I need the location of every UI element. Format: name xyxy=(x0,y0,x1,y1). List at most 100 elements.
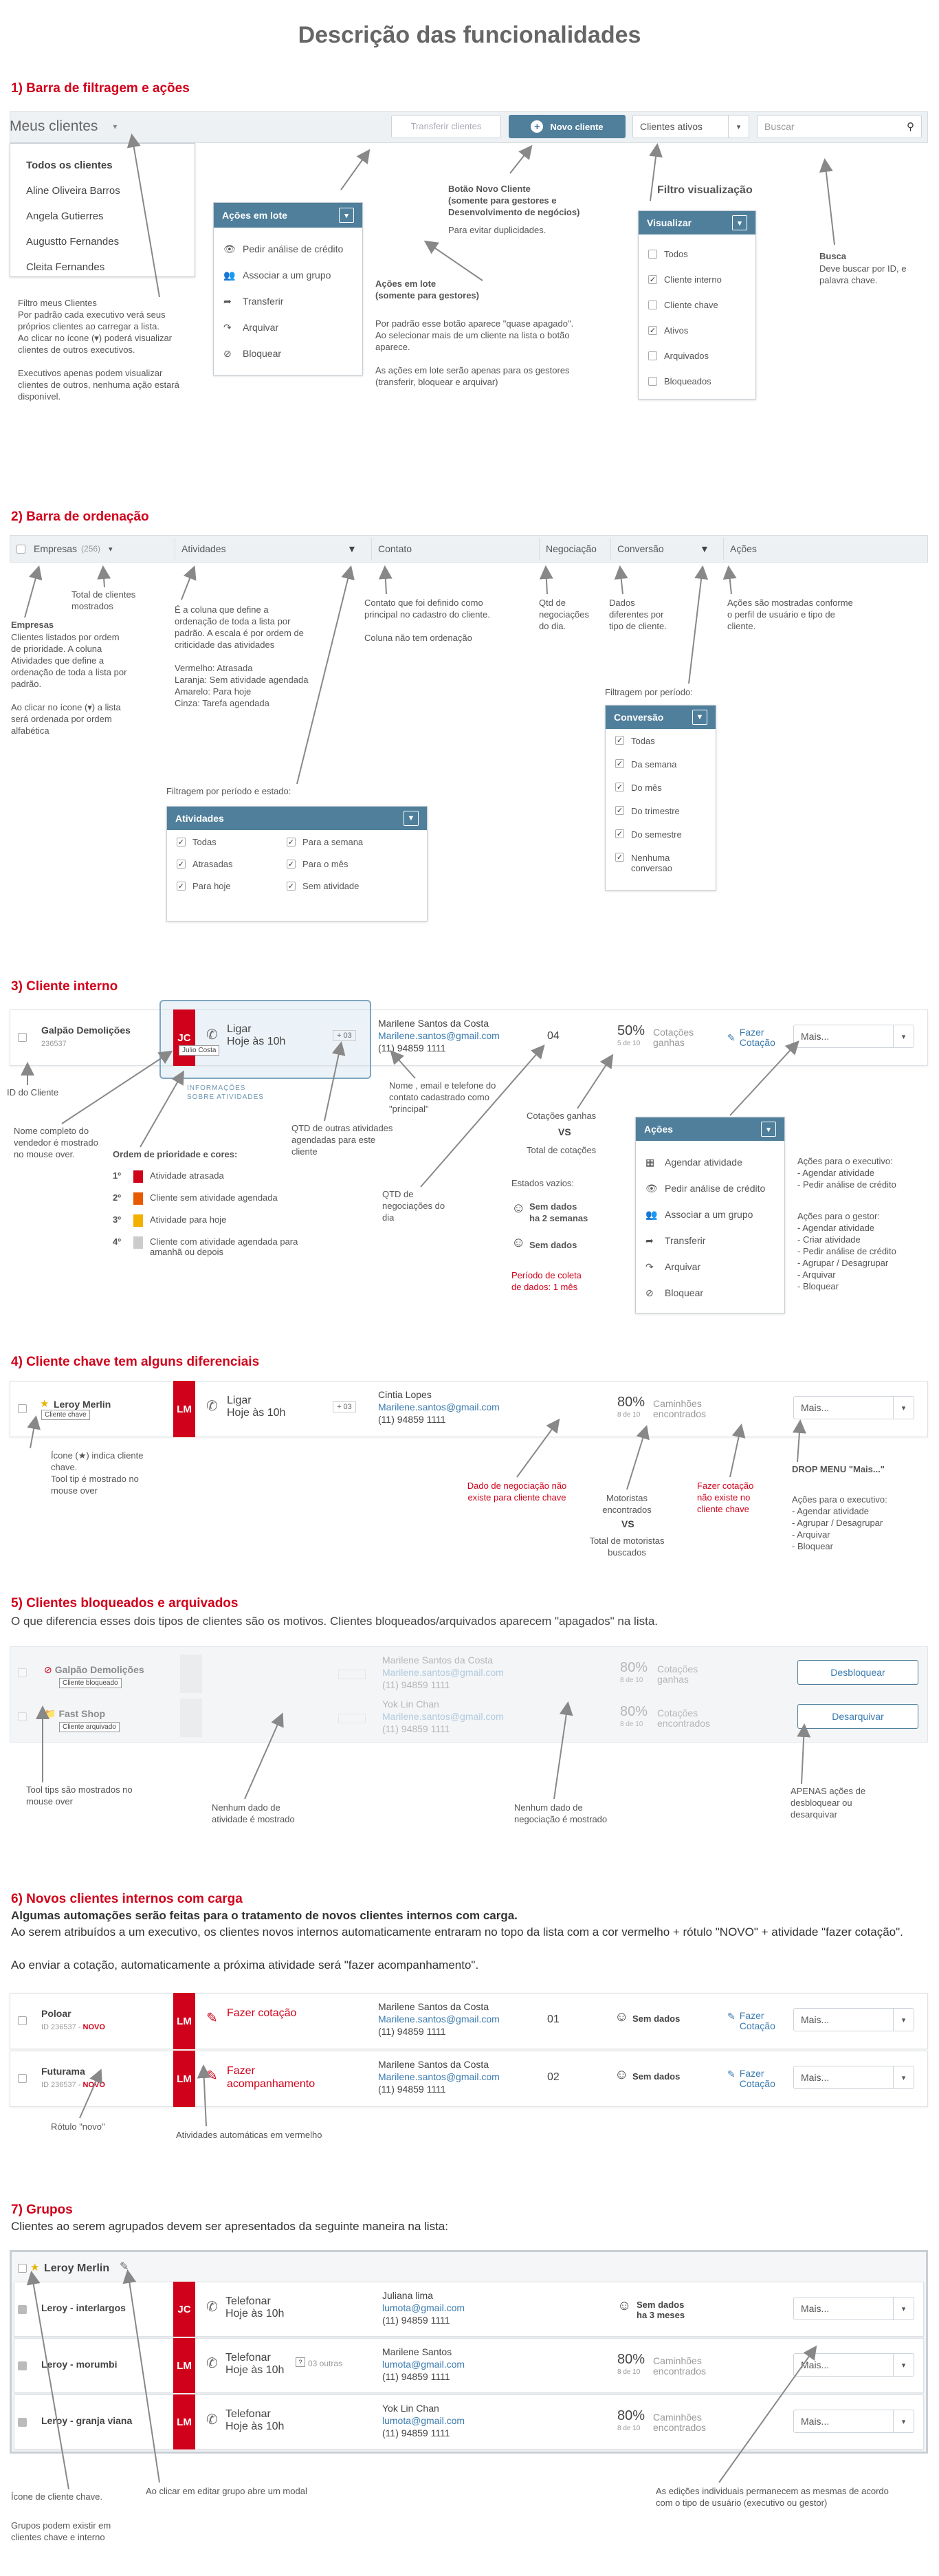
chevron-down-icon[interactable]: ▾ xyxy=(109,545,113,554)
activity-option[interactable]: ✓Para o mês xyxy=(287,859,397,869)
contact-email[interactable]: lumota@gmail.com xyxy=(382,2359,465,2370)
chevron-down-icon[interactable]: ▾ xyxy=(893,2297,914,2320)
bulk-actions-header[interactable]: Ações em lote▾ xyxy=(214,203,362,228)
select-all-checkbox[interactable] xyxy=(16,544,25,554)
client-option[interactable]: Todos os clientes xyxy=(26,160,113,171)
bulk-action-item[interactable]: ⊘Bloquear xyxy=(223,340,353,367)
activity-option[interactable]: ✓Para hoje xyxy=(177,881,287,891)
action-item[interactable]: ↷Arquivar xyxy=(645,1254,775,1280)
activity-filter-header[interactable]: Atividades▼ xyxy=(167,807,427,830)
activity-name[interactable]: Telefonar xyxy=(225,2352,271,2364)
group-client-row[interactable] xyxy=(14,2394,924,2449)
chevron-down-icon[interactable]: ▾ xyxy=(893,1025,914,1047)
activity-name[interactable]: Fazer acompanhamento xyxy=(227,2065,316,2090)
activity-option[interactable]: ✓Sem atividade xyxy=(287,881,397,891)
group-checkbox[interactable] xyxy=(18,2264,27,2273)
chevron-down-icon[interactable]: ▾ xyxy=(761,1122,776,1137)
chevron-down-icon[interactable]: ▾ xyxy=(728,116,749,138)
chevron-down-icon[interactable]: ▾ xyxy=(732,215,747,230)
filter-icon[interactable]: ▼ xyxy=(404,811,419,826)
row-checkbox[interactable] xyxy=(18,1668,27,1679)
action-item[interactable]: ⊘Bloquear xyxy=(645,1280,775,1306)
checkbox[interactable] xyxy=(648,351,657,360)
checkbox[interactable]: ✓ xyxy=(615,783,624,792)
checkbox[interactable]: ✓ xyxy=(177,882,186,891)
chevron-down-icon[interactable]: ▾ xyxy=(893,2066,914,2088)
bulk-action-item[interactable]: ➦Transferir xyxy=(223,288,353,314)
view-option[interactable]: ✓Cliente interno xyxy=(648,267,746,292)
more-dropdown[interactable]: Mais...▾ xyxy=(793,2353,914,2377)
filter-icon[interactable]: ▼ xyxy=(700,543,709,554)
checkbox[interactable]: ✓ xyxy=(615,736,624,745)
checkbox[interactable] xyxy=(648,377,657,386)
more-activities-badge[interactable]: + 03 xyxy=(333,1401,356,1412)
client-option[interactable]: Aline Oliveira Barros xyxy=(26,185,120,197)
bulk-action-item[interactable]: ↷Arquivar xyxy=(223,314,353,340)
group-name[interactable]: Leroy Merlin xyxy=(44,2262,110,2274)
activity-name[interactable]: Ligar xyxy=(227,1395,252,1406)
activity-option[interactable]: ✓Todas xyxy=(177,837,287,847)
more-dropdown[interactable]: Mais...▾ xyxy=(793,1396,914,1419)
conversion-option[interactable]: ✓Do semestre xyxy=(615,829,706,853)
more-dropdown[interactable]: Mais...▾ xyxy=(793,2008,914,2031)
checkbox[interactable]: ✓ xyxy=(615,759,624,768)
actions-panel-header[interactable]: Ações▾ xyxy=(636,1117,784,1141)
checkbox[interactable]: ✓ xyxy=(287,838,296,847)
filter-icon[interactable]: ▼ xyxy=(692,710,707,725)
conversion-filter-header[interactable]: Conversão▼ xyxy=(606,706,716,729)
chevron-down-icon[interactable]: ▾ xyxy=(893,2410,914,2432)
chevron-down-icon[interactable]: ▾ xyxy=(113,122,118,131)
view-option[interactable]: ✓Ativos xyxy=(648,318,746,343)
new-client-button[interactable]: +Novo cliente xyxy=(509,115,626,138)
my-clients-dropdown[interactable]: Meus clientes▾ xyxy=(10,118,117,135)
row-checkbox[interactable] xyxy=(18,1712,27,1723)
checkbox[interactable]: ✓ xyxy=(287,882,296,891)
chevron-down-icon[interactable]: ▾ xyxy=(893,2009,914,2031)
company-name[interactable]: Galpão Demolições xyxy=(41,1025,131,1036)
checkbox[interactable] xyxy=(648,250,657,259)
company-name[interactable]: Leroy Merlin xyxy=(54,1399,111,1410)
client-option[interactable]: Angela Gutierres xyxy=(26,210,104,222)
conversion-option[interactable]: ✓Do trimestre xyxy=(615,806,706,829)
conversion-option[interactable]: ✓Nenhuma conversao xyxy=(615,853,706,876)
client-row-key[interactable] xyxy=(10,1381,928,1437)
row-checkbox[interactable] xyxy=(18,1404,27,1413)
checkbox[interactable]: ✓ xyxy=(177,860,186,869)
chevron-down-icon[interactable]: ▾ xyxy=(893,1397,914,1419)
action-item[interactable]: 👁Pedir análise de crédito xyxy=(645,1175,775,1201)
checkbox[interactable]: ✓ xyxy=(615,853,624,862)
client-row-new[interactable] xyxy=(10,1993,928,2049)
client-option[interactable]: Augustto Fernandes xyxy=(26,236,120,248)
checkbox[interactable]: ✓ xyxy=(287,860,296,869)
checkbox[interactable]: ✓ xyxy=(615,806,624,815)
checkbox[interactable]: ✓ xyxy=(615,829,624,838)
transfer-button[interactable]: Transferir clientes xyxy=(391,115,501,138)
more-dropdown[interactable]: Mais...▾ xyxy=(793,2297,914,2320)
view-filter-header[interactable]: Visualizar▾ xyxy=(639,211,755,234)
row-checkbox[interactable] xyxy=(18,2305,27,2314)
company-name[interactable]: Leroy - interlargos xyxy=(41,2302,126,2313)
action-item[interactable]: 👥Associar a um grupo xyxy=(645,1201,775,1227)
row-checkbox[interactable] xyxy=(18,2016,27,2025)
checkbox[interactable]: ✓ xyxy=(648,275,657,284)
view-option[interactable]: Todos xyxy=(648,241,746,267)
bulk-action-item[interactable]: 👁Pedir análise de crédito xyxy=(223,236,353,262)
company-name[interactable]: Leroy - morumbi xyxy=(41,2359,118,2370)
row-checkbox[interactable] xyxy=(18,2074,27,2083)
contact-email[interactable]: lumota@gmail.com xyxy=(382,2415,465,2426)
unarchive-button[interactable]: Desarquivar xyxy=(797,1704,918,1729)
client-row-new[interactable] xyxy=(10,2051,928,2107)
activity-name[interactable]: Telefonar xyxy=(225,2295,271,2307)
checkbox[interactable]: ✓ xyxy=(648,326,657,335)
view-option[interactable]: Bloqueados xyxy=(648,369,746,394)
contact-email[interactable]: Marilene.santos@gmail.com xyxy=(378,2071,500,2082)
row-checkbox[interactable] xyxy=(18,2418,27,2427)
conversion-option[interactable]: ✓Da semana xyxy=(615,759,706,783)
checkbox[interactable]: ✓ xyxy=(177,838,186,847)
row-checkbox[interactable] xyxy=(18,1033,27,1042)
action-item[interactable]: ▦Agendar atividade xyxy=(645,1149,775,1175)
chevron-down-icon[interactable]: ▾ xyxy=(893,2354,914,2376)
search-icon[interactable]: ⚲ xyxy=(907,121,914,133)
activity-name[interactable]: Fazer cotação xyxy=(227,2007,297,2019)
more-activities-badge[interactable]: + 03 xyxy=(333,1030,356,1041)
